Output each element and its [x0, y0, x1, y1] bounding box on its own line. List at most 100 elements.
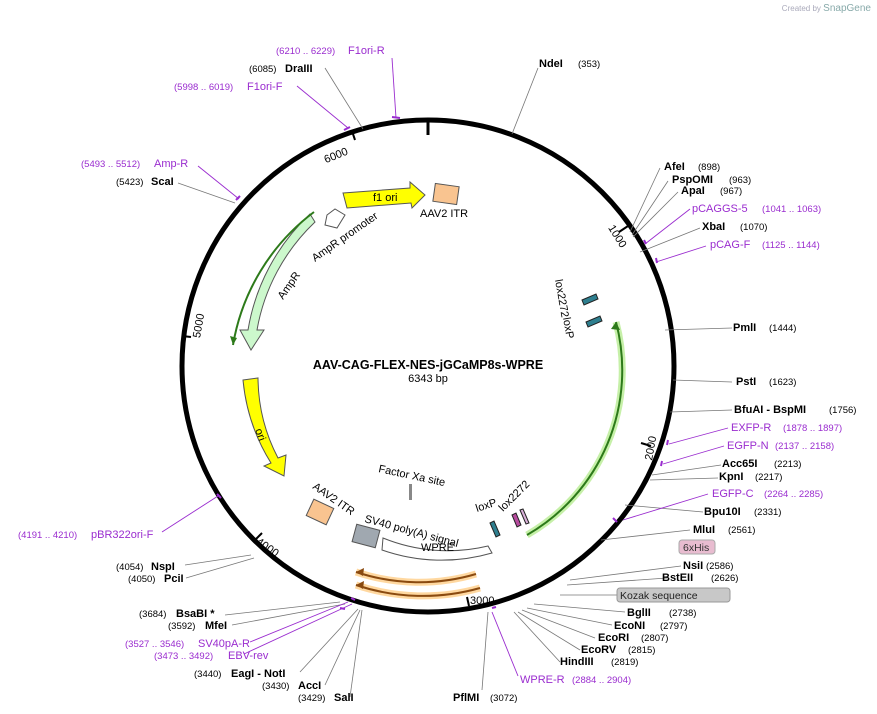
lox2272-bottom-label: lox2272 [497, 478, 533, 514]
enzyme-apai-pos: (967) [720, 186, 742, 197]
primer-amp-r-pos: (5493 .. 5512) [81, 159, 140, 170]
enzyme-acc65i-pos: (2213) [774, 459, 801, 470]
enzyme-nspi: NspI [151, 561, 175, 573]
enzyme-mlui-pos: (2561) [728, 525, 755, 536]
enzyme-bglii-pos: (2738) [669, 608, 696, 619]
enzyme-bsteii-pos: (2626) [711, 573, 738, 584]
f1-ori-arrow [342, 180, 426, 210]
loxp-right [585, 315, 603, 328]
enzyme-bsteii: BstEII [662, 572, 693, 584]
primer-exfp-r-pos: (1878 .. 1897) [783, 423, 842, 434]
sv40-polya-box [351, 523, 381, 549]
primer-wpre-r-pos: (2884 .. 2904) [572, 675, 631, 686]
primer-pbr322ori-f: pBR322ori-F [91, 529, 154, 541]
ori-label: ori [252, 427, 267, 443]
primer-f1ori-r: F1ori-R [348, 45, 385, 57]
ampr-arrow [239, 213, 316, 351]
enzyme-apai: ApaI [681, 185, 705, 197]
aav2-itr-top-label: AAV2 ITR [420, 208, 468, 220]
loxp-bottom [489, 520, 501, 538]
primer-pcag-f: pCAG-F [710, 239, 751, 251]
enzyme-draiii: DraIII [285, 63, 313, 75]
enzyme-kpni: KpnI [719, 471, 743, 483]
wpre-label: WPRE [421, 542, 454, 554]
primer-pcag-f-pos: (1125 .. 1144) [762, 240, 820, 251]
ampr-label: AmpR [276, 270, 303, 302]
enzyme-acc65i: Acc65I [722, 458, 757, 470]
orange-arc-2 [355, 584, 481, 597]
tick-label-6000: 6000 [323, 146, 350, 166]
enzyme-econi: EcoNI [614, 620, 645, 632]
primer-ebv-rev: EBV-rev [228, 650, 269, 662]
enzyme-draiii-pos: (6085) [249, 64, 276, 75]
ori-arrow [242, 377, 287, 477]
primer-egfp-c: EGFP-C [712, 488, 754, 500]
enzyme-bfuai-bspmi: BfuAI - BspMI [734, 404, 806, 416]
tick-label-5000: 5000 [191, 313, 207, 339]
tick-label-4000: 4000 [254, 536, 281, 560]
primer-pcaggs-5-pos: (1041 .. 1063) [762, 204, 821, 215]
enzyme-bpu10i-pos: (2331) [754, 507, 781, 518]
lox2272-right-label: lox2272 [552, 278, 571, 318]
enzyme-pmli: PmlI [733, 322, 756, 334]
enzyme-pmli-pos: (1444) [769, 323, 796, 334]
enzyme-bsabi: BsaBI * [176, 608, 215, 620]
enzyme-acci: AccI [298, 680, 321, 692]
primer-ebv-rev-pos: (3473 .. 3492) [154, 651, 213, 662]
enzyme-eagi-noti: EagI - NotI [231, 668, 285, 680]
lox2272-right [581, 293, 599, 306]
ampr-cds-arrowhead [230, 336, 237, 345]
primer-egfp-c-pos: (2264 .. 2285) [764, 489, 823, 500]
primer-wpre-r: WPRE-R [520, 674, 565, 686]
primer-amp-r: Amp-R [154, 158, 188, 170]
backbone-circle [179, 117, 677, 615]
primer-marks [216, 116, 669, 610]
gene-arc [526, 321, 624, 536]
box-kozak [616, 587, 731, 603]
enzyme-eagi-noti-pos: (3440) [194, 669, 221, 680]
enzyme-psti: PstI [736, 376, 756, 388]
enzyme-ndei-pos: (353) [578, 59, 600, 70]
enzyme-pspomi: PspOMI [672, 174, 713, 186]
box-kozak-label: Kozak sequence [620, 590, 698, 602]
primer-sv40pa-r-pos: (3527 .. 3546) [125, 639, 184, 650]
primer-egfp-n: EGFP-N [727, 440, 769, 452]
primer-pbr322ori-f-pos: (4191 .. 4210) [18, 530, 77, 541]
orange-arc-1 [355, 571, 477, 584]
enzyme-xbai-pos: (1070) [740, 222, 767, 233]
ampr-promoter-label: AmpR promoter [310, 210, 381, 265]
enzyme-kpni-pos: (2217) [755, 472, 782, 483]
enzyme-scai: ScaI [151, 176, 174, 188]
enzyme-sali-pos: (3429) [298, 693, 325, 704]
primer-lines [161, 57, 729, 677]
enzyme-pcii-pos: (4050) [128, 574, 155, 585]
primer-f1ori-r-pos: (6210 .. 6229) [276, 46, 335, 57]
tick-marks [181, 130, 652, 607]
enzyme-ecori-pos: (2807) [641, 633, 668, 644]
aav2-itr-bottom [305, 498, 335, 526]
leader-lines-right [481, 67, 733, 691]
ampr-cds-line [232, 211, 315, 346]
enzyme-pspomi-pos: (963) [729, 175, 751, 186]
enzyme-hindiii-pos: (2819) [611, 657, 638, 668]
enzyme-ecorv: EcoRV [581, 644, 617, 656]
enzyme-nspi-pos: (4054) [116, 562, 143, 573]
lox2272-bottom-b [519, 508, 530, 525]
primer-exfp-r: EXFP-R [731, 422, 771, 434]
box-6xhis [678, 539, 716, 555]
aav2-itr-top [432, 182, 460, 206]
enzyme-pflmi-pos: (3072) [490, 693, 517, 704]
enzyme-bpu10i: Bpu10I [704, 506, 741, 518]
enzyme-xbai: XbaI [702, 221, 725, 233]
enzyme-ndei: NdeI [539, 58, 563, 70]
enzyme-pcii: PciI [164, 573, 184, 585]
plasmid-length: 6343 bp [408, 373, 448, 385]
primer-f1ori-f-pos: (5998 .. 6019) [174, 82, 233, 93]
tick-label-3000: 3000 [470, 595, 494, 607]
enzyme-hindiii: HindIII [560, 656, 594, 668]
box-6xhis-label: 6xHis [683, 542, 709, 554]
wpre-arrow [381, 537, 493, 561]
primer-sv40pa-r: SV40pA-R [198, 638, 250, 650]
loxp-bottom-label: loxP [474, 497, 498, 515]
